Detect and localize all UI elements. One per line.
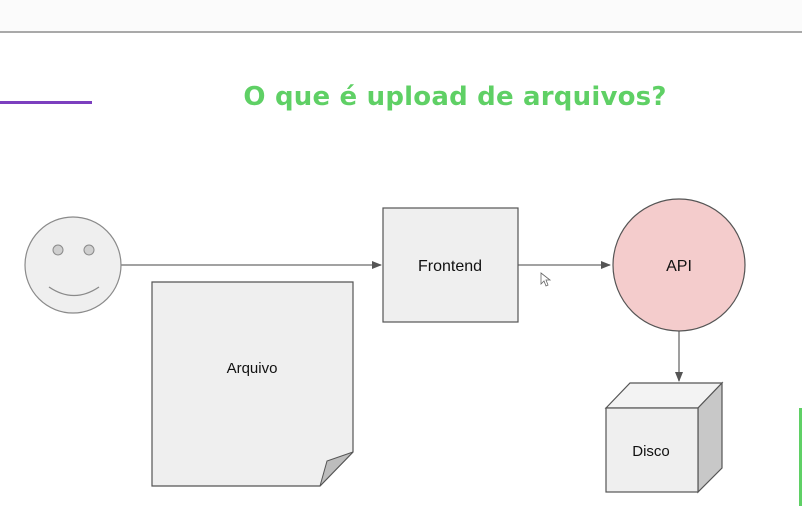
frontend-label: Frontend — [418, 258, 482, 275]
right-edge-accent — [799, 408, 802, 506]
title-accent-bar — [0, 101, 92, 104]
arquivo-label: Arquivo — [227, 360, 278, 377]
mouse-cursor-icon — [540, 272, 552, 287]
user-smiley-icon — [24, 216, 122, 314]
top-divider — [0, 31, 802, 33]
window-top-bar — [0, 0, 802, 31]
arquivo-node: Arquivo — [151, 281, 354, 487]
frontend-node: Frontend — [382, 207, 519, 323]
slide-title: O que é upload de arquivos? — [243, 82, 667, 112]
api-node: API — [612, 198, 746, 332]
disco-label: Disco — [632, 443, 670, 460]
api-label: API — [666, 258, 692, 275]
disco-node: Disco — [604, 381, 724, 494]
